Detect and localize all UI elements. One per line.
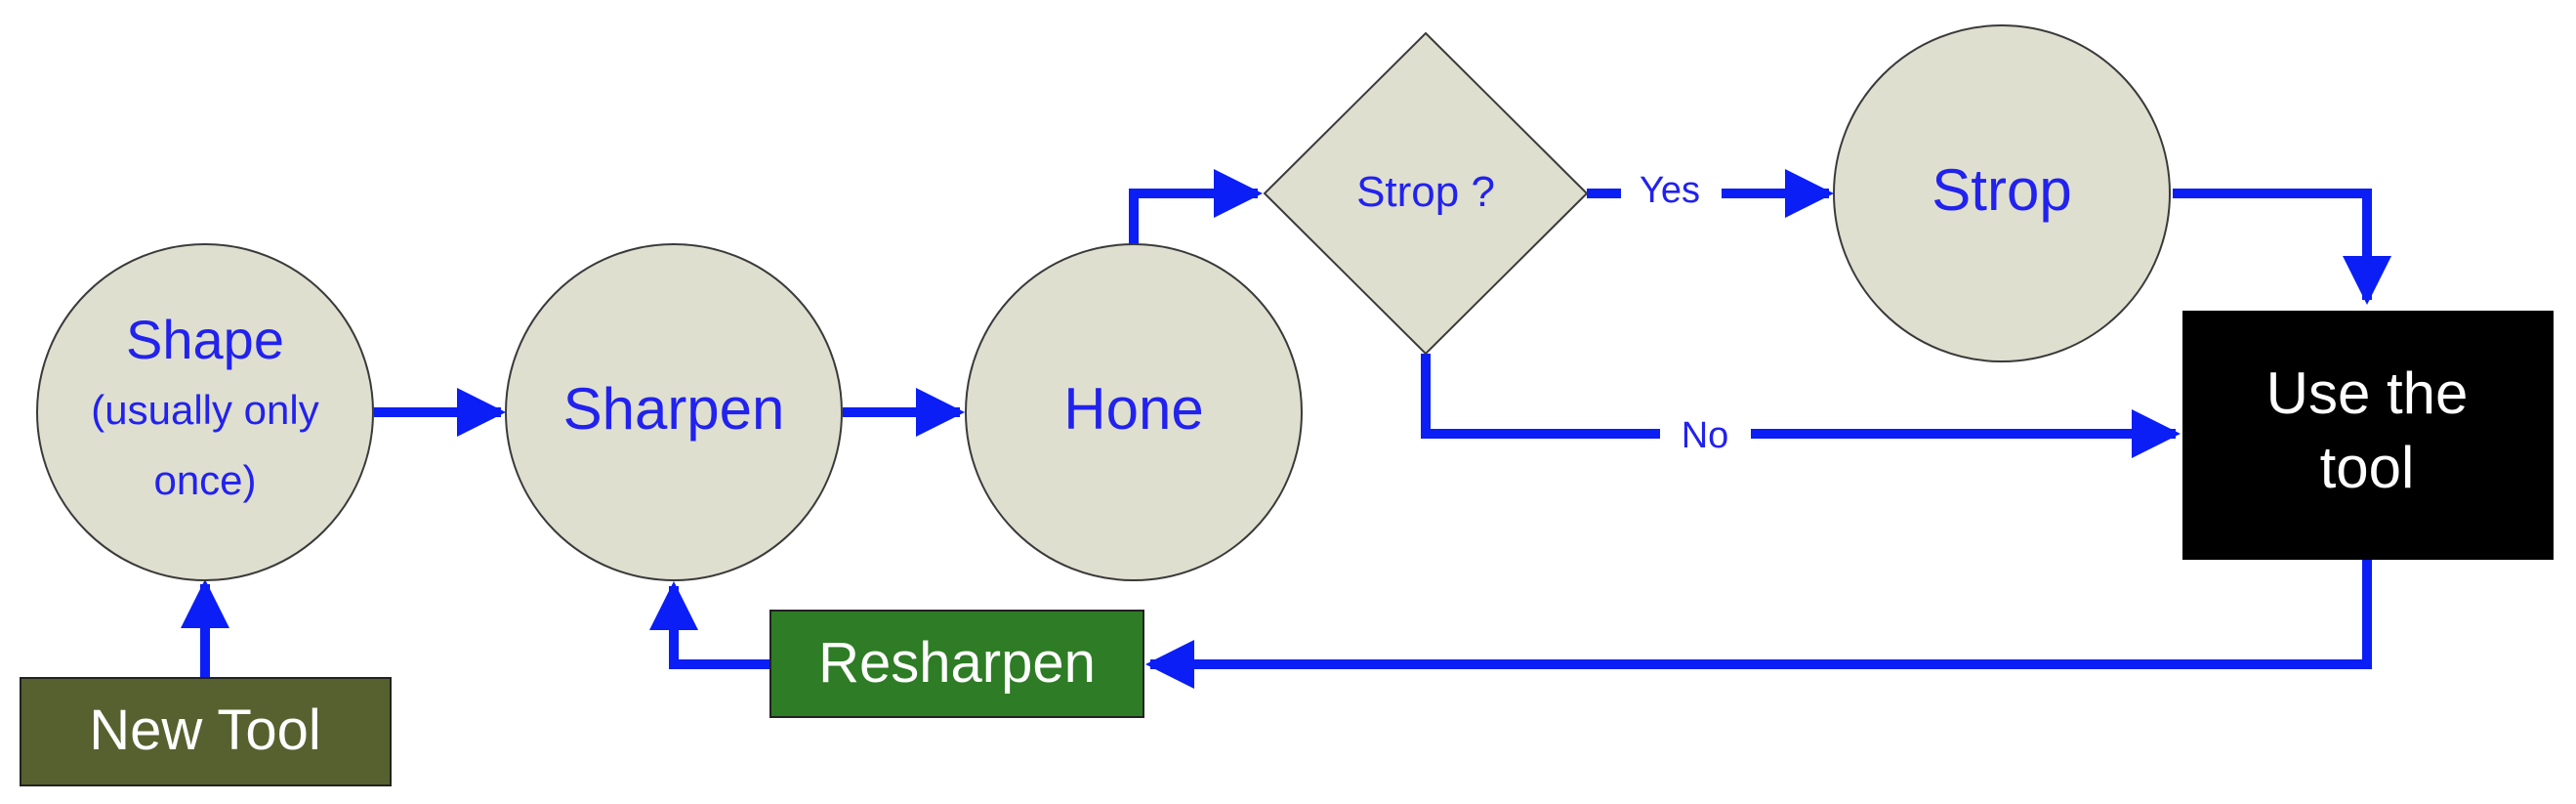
node-use-tool: Use the tool — [2182, 311, 2554, 560]
sharpen-label: Sharpen — [563, 376, 785, 442]
arrow-hone-to-decision — [1129, 169, 1263, 247]
node-sharpen: Sharpen — [505, 243, 843, 581]
arrow-use-tool-to-resharpen — [1145, 560, 2372, 689]
node-hone: Hone — [965, 243, 1303, 581]
hone-circle — [965, 243, 1303, 581]
use-tool-label-line2: tool — [2320, 435, 2415, 500]
arrow-resharpen-to-sharpen — [649, 581, 770, 669]
node-strop-decision: Strop ? — [1263, 31, 1589, 356]
shape-label-line3: once) — [153, 457, 256, 503]
resharpen-label: Resharpen — [818, 631, 1096, 695]
strop-circle — [1833, 24, 2171, 362]
new-tool-label: New Tool — [89, 698, 321, 762]
node-resharpen: Resharpen — [769, 610, 1144, 718]
node-shape: Shape (usually only once) — [36, 243, 374, 581]
arrow-strop-to-use-tool — [2173, 189, 2391, 305]
strop-decision-diamond — [1263, 31, 1589, 356]
shape-label-line1: Shape — [126, 309, 284, 370]
edge-label-no: No — [1682, 415, 1729, 456]
arrow-no-part1 — [1421, 354, 1660, 439]
node-new-tool: New Tool — [20, 677, 392, 786]
edge-label-yes: Yes — [1640, 170, 1700, 211]
hone-label: Hone — [1063, 376, 1203, 442]
strop-decision-label: Strop ? — [1356, 168, 1495, 216]
sharpen-circle — [505, 243, 843, 581]
use-tool-box — [2182, 311, 2554, 560]
shape-label-line2: (usually only — [91, 387, 318, 433]
resharpen-box — [769, 610, 1144, 718]
use-tool-label-line1: Use the — [2266, 360, 2469, 426]
shape-circle — [36, 243, 374, 581]
node-strop: Strop — [1833, 24, 2171, 362]
new-tool-box — [20, 677, 392, 786]
strop-label: Strop — [1932, 157, 2071, 223]
